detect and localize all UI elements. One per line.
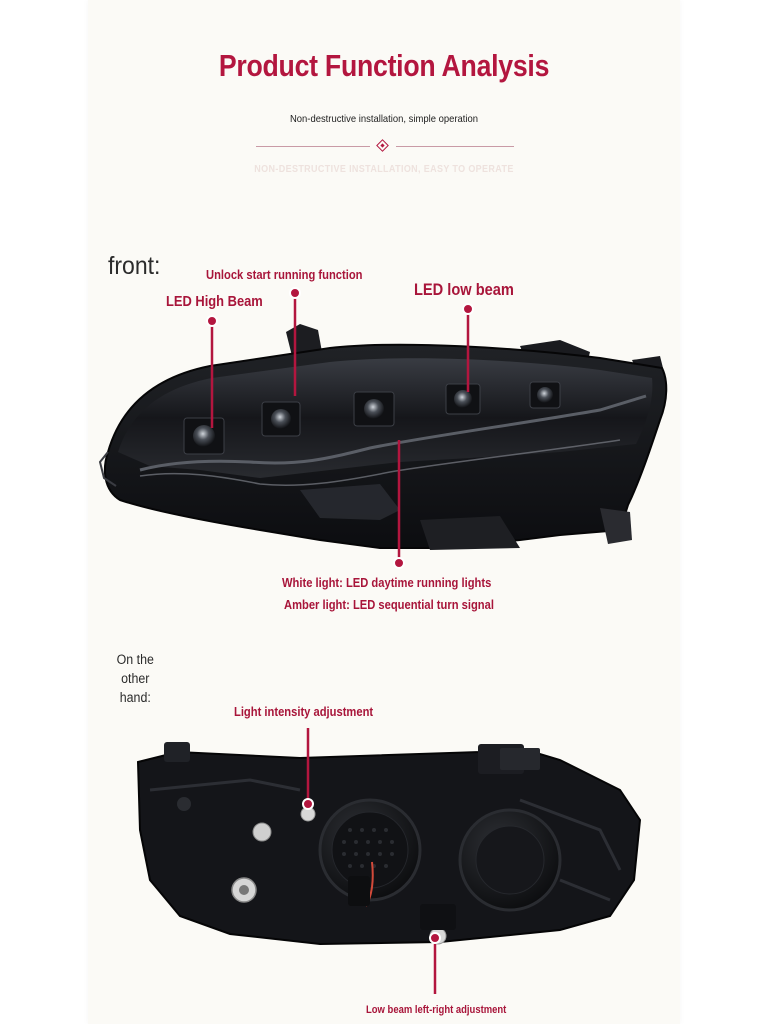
front-callout-lines — [206, 287, 474, 569]
front-section-label: front: — [108, 252, 161, 280]
callout-white-light: White light: LED daytime running lights — [282, 575, 492, 590]
callout-low-beam-adjust: Low beam left-right adjustment — [366, 1004, 507, 1016]
back-label-line2: hand: — [119, 690, 151, 705]
divider-left — [256, 146, 370, 147]
callout-amber-light: Amber light: LED sequential turn signal — [284, 597, 494, 612]
back-label-line1: On the other — [116, 652, 154, 686]
callout-light-intensity: Light intensity adjustment — [234, 704, 374, 719]
back-callout-lines — [302, 728, 441, 994]
callout-unlock-start: Unlock start running function — [206, 267, 363, 282]
watermark-subtitle: NON-DESTRUCTIVE INSTALLATION, EASY TO OP… — [254, 164, 514, 175]
back-headlight-image — [136, 742, 642, 946]
callout-led-low-beam: LED low beam — [414, 280, 514, 299]
page-title: Product Function Analysis — [218, 48, 550, 83]
back-section-label: On the other hand: — [104, 650, 167, 707]
front-headlight-image — [98, 324, 668, 550]
divider-right — [396, 146, 514, 147]
page-subtitle: Non-destructive installation, simple ope… — [289, 113, 479, 125]
callout-led-high-beam: LED High Beam — [166, 293, 263, 310]
